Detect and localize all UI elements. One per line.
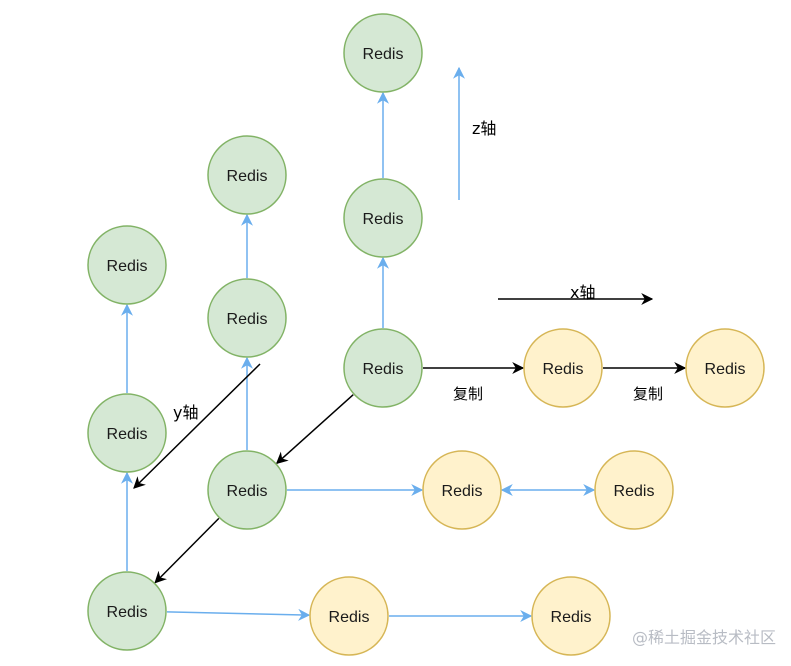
node-label: Redis [107, 258, 148, 275]
redis-node-n-rep-1[interactable]: Redis [523, 328, 603, 408]
node-label: Redis [107, 426, 148, 443]
primary-node-circle [343, 328, 423, 408]
node-label: Redis [107, 604, 148, 621]
node-label: Redis [227, 168, 268, 185]
redis-node-n-col1-rep-1[interactable]: Redis [309, 576, 389, 656]
redis-node-n-col2-mid[interactable]: Redis [207, 278, 287, 358]
replica-node-circle [523, 328, 603, 408]
node-label: Redis [442, 483, 483, 500]
primary-node-circle [343, 178, 423, 258]
redis-node-n-rep-2[interactable]: Redis [685, 328, 765, 408]
edge-label-replicate: 复制 [453, 385, 483, 403]
primary-node-circle [207, 278, 287, 358]
redis-node-n-col2-base[interactable]: Redis [207, 450, 287, 530]
primary-node-circle [87, 225, 167, 305]
edge-n-col1-base-to-n-col1-rep-1 [166, 608, 311, 621]
node-label: Redis [329, 609, 370, 626]
node-label: Redis [543, 361, 584, 378]
redis-node-n-mid-z[interactable]: Redis [343, 178, 423, 258]
node-label: Redis [614, 483, 655, 500]
edge-n-col2-base-to-n-col1-base [154, 517, 220, 584]
node-label: Redis [227, 483, 268, 500]
node-label: Redis [363, 211, 404, 228]
node-label: Redis [363, 46, 404, 63]
z-axis-label: z轴 [472, 119, 496, 138]
primary-node-circle [343, 13, 423, 93]
redis-node-n-col1-mid[interactable]: Redis [87, 393, 167, 473]
replica-node-circle [594, 450, 674, 530]
redis-node-n-col2-rep-2[interactable]: Redis [594, 450, 674, 530]
primary-node-circle [87, 571, 167, 651]
node-label: Redis [551, 609, 592, 626]
redis-node-n-top-z[interactable]: Redis [343, 13, 423, 93]
replica-node-circle [309, 576, 389, 656]
redis-node-n-col1-top[interactable]: Redis [87, 225, 167, 305]
replica-node-circle [531, 576, 611, 656]
primary-node-circle [87, 393, 167, 473]
y-axis-arrow [133, 363, 261, 489]
y-axis-label: y轴 [173, 403, 198, 422]
node-label: Redis [705, 361, 746, 378]
redis-node-n-col1-rep-2[interactable]: Redis [531, 576, 611, 656]
edges-layer: 复制 复制 [121, 91, 687, 622]
axes-layer: z轴 x轴 y轴 [133, 66, 654, 489]
redis-node-n-col1-base[interactable]: Redis [87, 571, 167, 651]
watermark-text: @稀土掘金技术社区 [632, 628, 776, 647]
primary-node-circle [207, 450, 287, 530]
node-label: Redis [363, 361, 404, 378]
x-axis-label: x轴 [570, 283, 595, 302]
primary-node-circle [207, 135, 287, 215]
edge-label-replicate: 复制 [633, 385, 663, 403]
edge-n-center-to-n-col2-base [275, 394, 354, 465]
redis-node-n-col2-rep-1[interactable]: Redis [422, 450, 502, 530]
redis-node-n-col2-top[interactable]: Redis [207, 135, 287, 215]
redis-node-n-center[interactable]: Redis [343, 328, 423, 408]
replica-node-circle [685, 328, 765, 408]
replica-node-circle [422, 450, 502, 530]
node-label: Redis [227, 311, 268, 328]
